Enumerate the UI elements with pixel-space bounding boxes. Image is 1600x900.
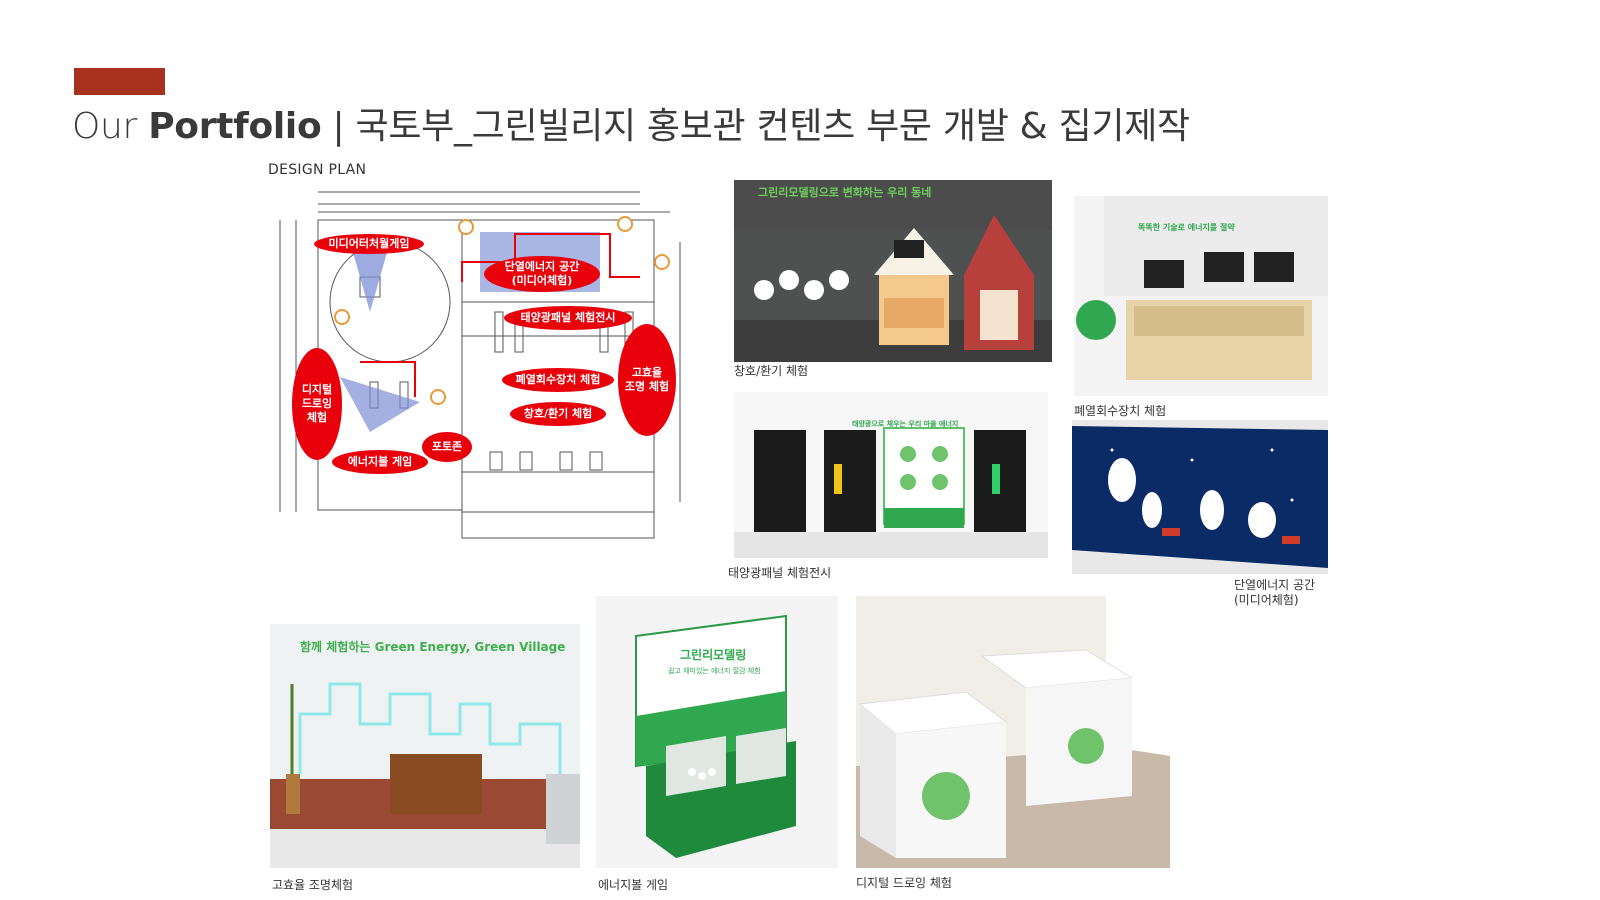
ball-board-sub: 쉽고 재미있는 에너지 절감 체험 bbox=[668, 667, 761, 675]
energy-ball-render: 그린리모델링 쉽고 재미있는 에너지 절감 체험 bbox=[596, 596, 838, 868]
window-ventilation-render: 그린리모델링으로 변화하는 우리 동네 bbox=[734, 180, 1052, 362]
energy-ball-scene bbox=[635, 614, 796, 858]
zone-media-touchwall: 미디어터처월게임 bbox=[314, 234, 424, 254]
zone-insulation: 단열에너지 공간 (미디어체험) bbox=[484, 256, 600, 292]
zone-solar-panel: 태양광패널 체험전시 bbox=[504, 306, 632, 330]
ball-board-title: 그린리모델링 bbox=[680, 648, 747, 662]
caption-energyball: 에너지볼 게임 bbox=[598, 878, 669, 892]
window-banner: 그린리모델링으로 변화하는 우리 동네 bbox=[758, 186, 932, 199]
heat-banner: 똑똑한 기술로 에너지를 절약 bbox=[1138, 223, 1235, 232]
zone-energy-ball: 에너지볼 게임 bbox=[332, 450, 428, 474]
insulation-media-render bbox=[1072, 420, 1328, 574]
page-title: Our Portfolio | 국토부_그린빌리지 홍보관 컨텐츠 부문 개발 … bbox=[72, 97, 1190, 149]
lighting-scene bbox=[270, 624, 580, 868]
caption-drawing: 디지털 드로잉 체험 bbox=[856, 876, 952, 890]
title-portfolio: Portfolio bbox=[148, 106, 322, 147]
solar-banner: 태양광으로 채우는 우리 마을 에너지 bbox=[852, 420, 959, 428]
floor-plan: 미디어터처월게임 단열에너지 공간 (미디어체험) 태양광패널 체험전시 디지털… bbox=[270, 182, 708, 554]
heat-recovery-scene bbox=[1074, 180, 1328, 380]
design-plan-label: DESIGN PLAN bbox=[268, 162, 367, 178]
caption-window: 창호/환기 체험 bbox=[734, 364, 809, 378]
insulation-media-scene bbox=[1072, 426, 1328, 568]
floor-plan-drawing bbox=[279, 191, 681, 539]
title-our: Our bbox=[72, 106, 149, 147]
title-project: | 국토부_그린빌리지 홍보관 컨텐츠 부문 개발 & 집기제작 bbox=[321, 106, 1191, 147]
zone-digital-drawing: 디지털 드로잉 체험 bbox=[292, 348, 342, 460]
solar-panel-scene bbox=[734, 427, 1048, 558]
accent-bar bbox=[74, 68, 165, 95]
caption-solar: 태양광패널 체험전시 bbox=[728, 566, 832, 580]
caption-heat: 폐열회수장치 체험 bbox=[1074, 404, 1167, 418]
zone-window-ventilation: 창호/환기 체험 bbox=[510, 402, 606, 426]
solar-panel-render: 태양광으로 채우는 우리 마을 에너지 bbox=[734, 392, 1048, 558]
lighting-banner: 함께 체험하는 Green Energy, Green Village bbox=[300, 640, 566, 654]
zone-photo: 포토존 bbox=[422, 432, 472, 462]
caption-lighting: 고효율 조명체험 bbox=[272, 878, 354, 892]
caption-insulation: 단열에너지 공간 (미디어체험) bbox=[1234, 578, 1316, 607]
lighting-render: 함께 체험하는 Green Energy, Green Village bbox=[270, 624, 580, 868]
heat-recovery-render: 똑똑한 기술로 에너지를 절약 bbox=[1074, 180, 1328, 396]
zone-heat-recovery: 폐열회수장치 체험 bbox=[502, 368, 614, 392]
digital-drawing-render bbox=[856, 596, 1170, 868]
digital-drawing-scene bbox=[856, 596, 1170, 868]
zone-lighting: 고효율 조명 체험 bbox=[618, 324, 676, 436]
window-ventilation-scene bbox=[734, 180, 1052, 362]
